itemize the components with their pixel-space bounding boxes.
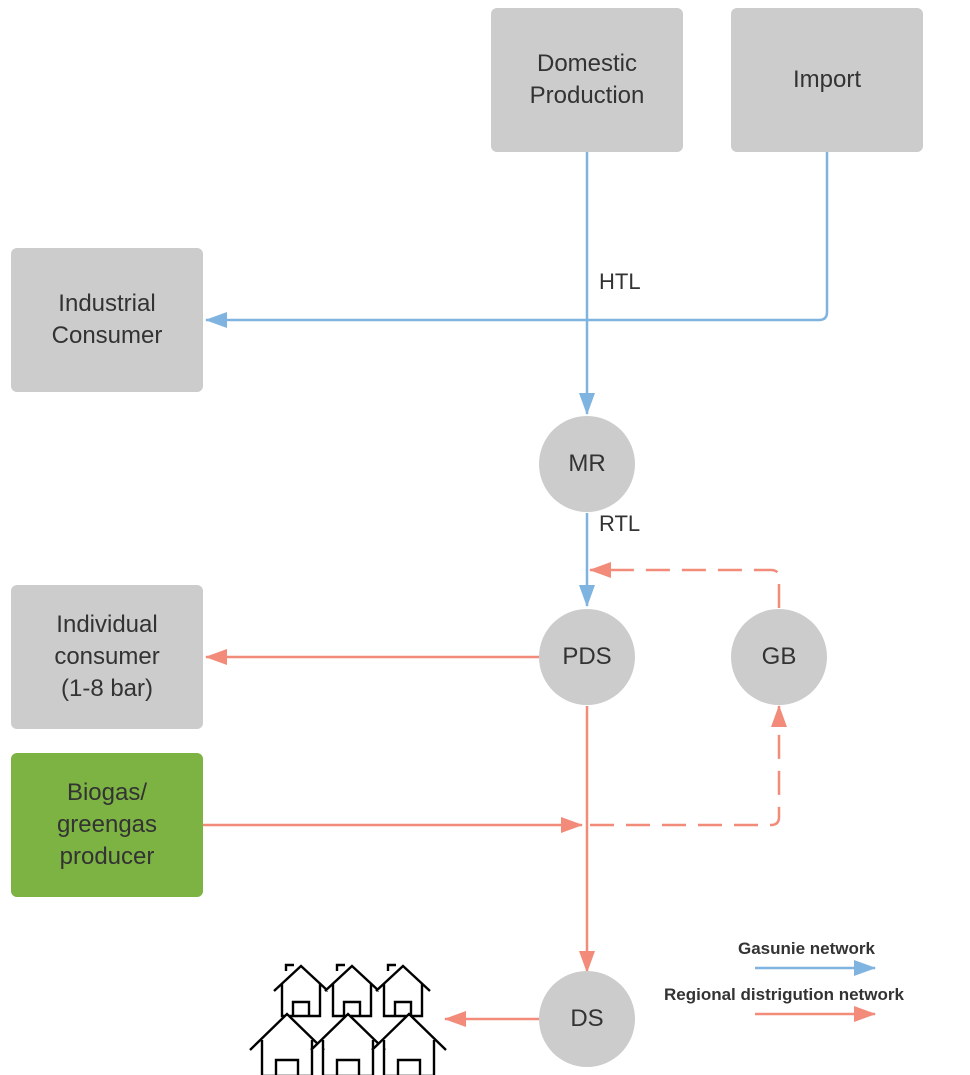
- node-biogas-producer: Biogas/ greengas producer: [11, 753, 203, 897]
- houses-icon: [249, 963, 447, 1075]
- edge-import-to-industrial: [205, 152, 829, 328]
- node-individual-consumer: Individual consumer (1-8 bar): [11, 585, 203, 729]
- house-icon: [310, 1012, 386, 1075]
- node-industrial-consumer: Industrial Consumer: [11, 248, 203, 392]
- node-import: Import: [731, 8, 923, 152]
- house-icon: [375, 963, 431, 1018]
- house-icon: [273, 963, 329, 1018]
- house-icon: [249, 1012, 325, 1075]
- node-ds: DS: [539, 971, 635, 1067]
- node-pds: PDS: [539, 609, 635, 705]
- edge-label-htl: HTL: [599, 269, 641, 294]
- house-icon: [371, 1012, 447, 1075]
- house-icon: [324, 963, 380, 1018]
- edge-gb-to-pds: [589, 562, 781, 608]
- edge-label-rtl: RTL: [599, 511, 641, 536]
- node-domestic-production: Domestic Production: [491, 8, 683, 152]
- edge-biogas-to-gb: [590, 705, 787, 827]
- node-gb: GB: [731, 609, 827, 705]
- node-mr: MR: [539, 416, 635, 512]
- legend-gasunie-label: Gasunie network: [738, 939, 875, 958]
- legend-regional-label: Regional distrigution network: [664, 985, 904, 1004]
